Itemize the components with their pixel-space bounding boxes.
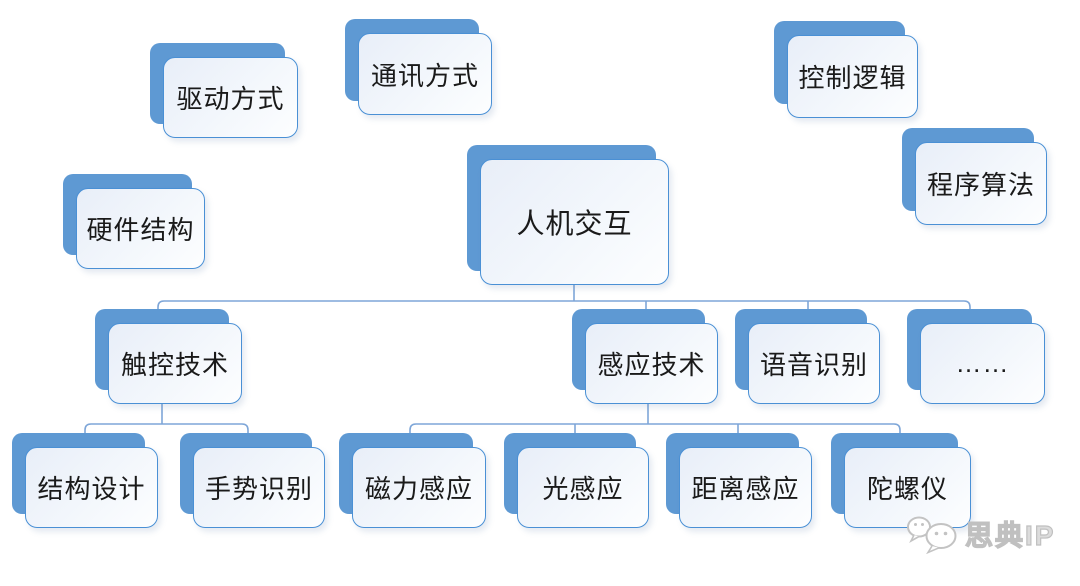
node-communication-method: 通讯方式 <box>345 19 492 115</box>
node-label: 程序算法 <box>926 170 1035 200</box>
node-label: 手势识别 <box>204 474 313 504</box>
node-label: 陀螺仪 <box>866 474 948 504</box>
node-card: 磁力感应 <box>352 447 486 528</box>
node-gyroscope: 陀螺仪 <box>831 433 971 528</box>
node-label: 结构设计 <box>37 474 146 504</box>
node-label: 距离感应 <box>691 474 800 504</box>
node-gesture-recognition: 手势识别 <box>180 433 325 528</box>
node-label: …… <box>955 348 1010 378</box>
node-drive-method: 驱动方式 <box>150 43 298 138</box>
node-card: 陀螺仪 <box>844 447 971 528</box>
node-label: 触控技术 <box>120 350 229 380</box>
node-label: 驱动方式 <box>176 84 285 114</box>
node-label: 通讯方式 <box>370 60 479 91</box>
node-card: 距离感应 <box>679 447 812 528</box>
node-label: 硬件结构 <box>86 215 195 245</box>
node-program-algorithm: 程序算法 <box>902 128 1047 225</box>
node-card: 结构设计 <box>25 447 158 528</box>
node-card: 硬件结构 <box>76 188 205 269</box>
watermark-text: 思典IP <box>964 519 1056 551</box>
watermark: 思典IP <box>906 514 1055 554</box>
node-control-logic: 控制逻辑 <box>774 21 918 118</box>
node-voice-recognition: 语音识别 <box>735 309 880 404</box>
node-card: 控制逻辑 <box>787 35 918 118</box>
node-label: 感应技术 <box>597 350 706 380</box>
node-card: 语音识别 <box>748 323 880 404</box>
node-card: 手势识别 <box>193 447 325 528</box>
node-card: 感应技术 <box>585 323 718 404</box>
node-card: 触控技术 <box>108 323 242 404</box>
node-magnetic-sensing: 磁力感应 <box>339 433 486 528</box>
node-light-sensing: 光感应 <box>504 433 649 528</box>
node-hardware-structure: 硬件结构 <box>63 174 205 269</box>
node-label: 磁力感应 <box>364 474 473 504</box>
node-distance-sensing: 距离感应 <box>666 433 812 528</box>
node-card: 程序算法 <box>915 142 1047 225</box>
wechat-icon <box>907 516 957 554</box>
node-card: 光感应 <box>517 447 649 528</box>
node-label: 语音识别 <box>759 350 868 380</box>
node-human-computer-interaction: 人机交互 <box>467 145 669 285</box>
node-ellipsis: …… <box>907 309 1045 404</box>
node-touch-technology: 触控技术 <box>95 309 242 404</box>
node-card: 通讯方式 <box>358 33 492 115</box>
node-card: 驱动方式 <box>163 57 298 138</box>
node-card: …… <box>920 323 1045 404</box>
connector-touch-rail <box>84 423 249 435</box>
node-label: 人机交互 <box>516 208 633 239</box>
connector-level2-rail <box>157 300 971 313</box>
node-label: 光感应 <box>542 474 624 504</box>
node-label: 控制逻辑 <box>798 63 907 93</box>
node-card: 人机交互 <box>480 159 669 285</box>
node-sensing-technology: 感应技术 <box>572 309 718 404</box>
connector-sensing-rail <box>409 423 901 435</box>
node-structure-design: 结构设计 <box>12 433 158 528</box>
